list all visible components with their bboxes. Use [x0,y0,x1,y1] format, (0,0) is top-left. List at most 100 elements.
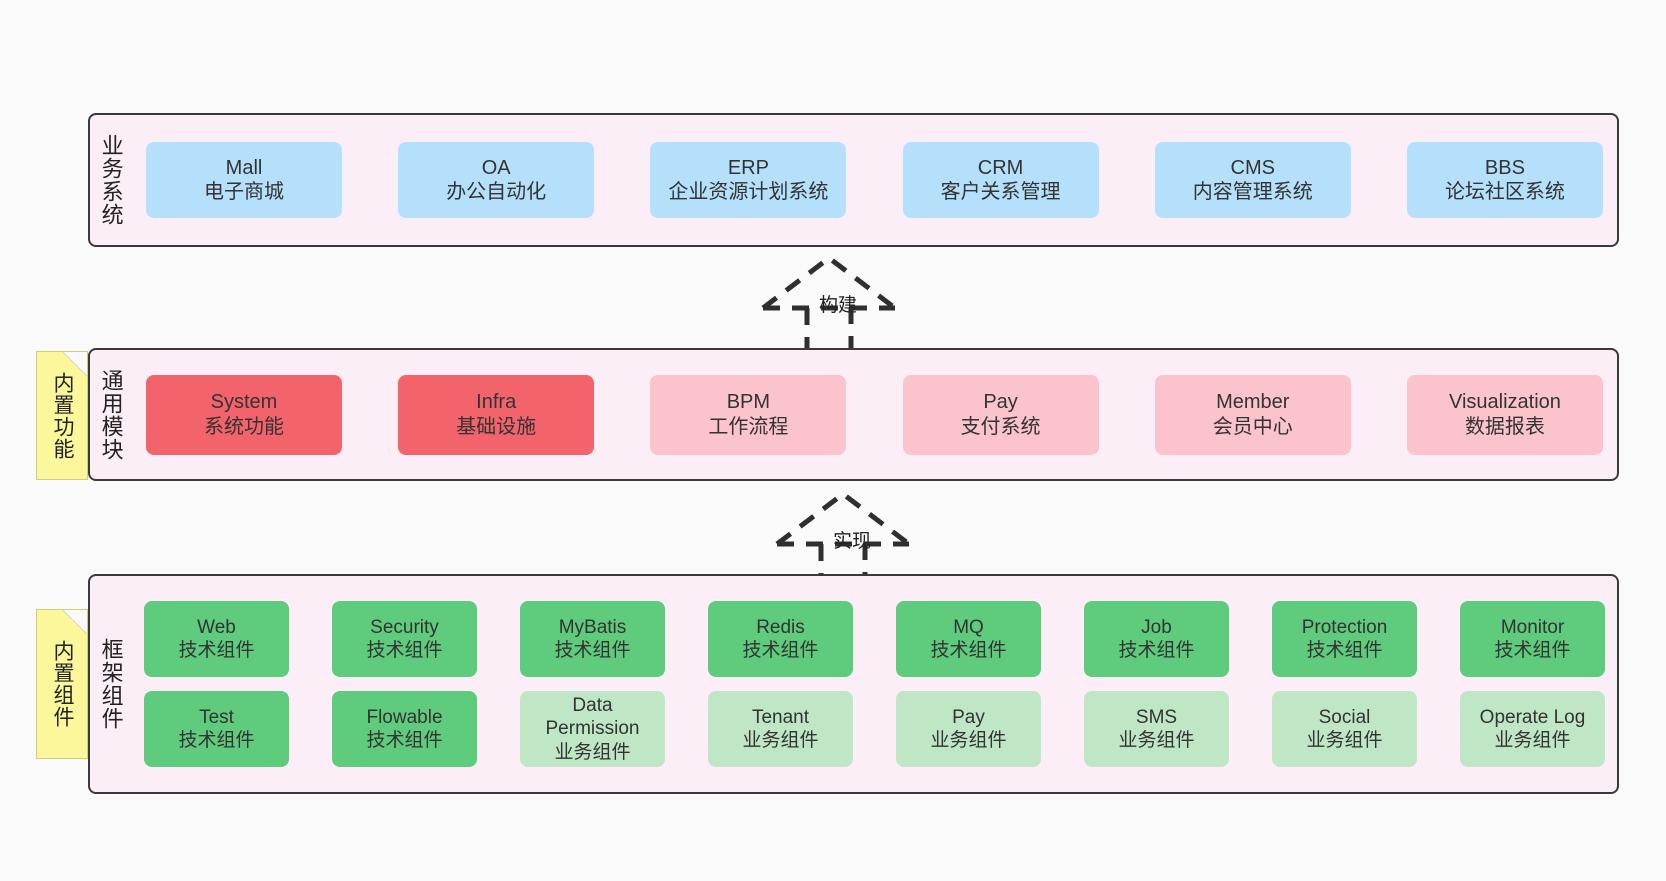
layer-title-framework-components: 框架组件 [98,638,124,730]
card-title-cn: 业务组件 [1306,730,1383,751]
card-crm[interactable]: CRM 客户关系管理 [902,142,1099,218]
layer-body-common-modules: System 系统功能 Infra 基础设施 BPM 工作流程 Pay 支付系统… [132,350,1617,479]
card-title-en: Tenant [751,706,810,728]
card-title-cn: 客户关系管理 [940,181,1061,203]
card-mq[interactable]: MQ 技术组件 [896,601,1041,677]
card-title-en: SMS [1135,706,1178,728]
card-title-en: Protection [1301,616,1388,638]
card-title-en: Visualization [1448,391,1561,414]
layer-body-framework-components: Web 技术组件 Security 技术组件 MyBatis 技术组件 Redi… [132,576,1617,792]
card-row: System 系统功能 Infra 基础设施 BPM 工作流程 Pay 支付系统… [146,374,1603,455]
layer-framework-components: 框架组件 Web 技术组件 Security 技术组件 MyBatis 技术组件… [88,574,1619,794]
card-row: Test 技术组件 Flowable 技术组件 Data Permission … [144,691,1605,767]
card-data-permission[interactable]: Data Permission 业务组件 [520,691,665,767]
card-title-cn: 电子商城 [204,181,284,203]
card-title-en: Operate Log [1479,706,1586,728]
card-title-cn: 技术组件 [366,730,443,751]
card-title-en: Pay [952,706,985,728]
card-bpm[interactable]: BPM 工作流程 [650,374,847,455]
card-system[interactable]: System 系统功能 [146,374,342,455]
card-row: Mall 电子商城 OA 办公自动化 ERP 企业资源计划系统 CRM 客户关系… [146,142,1603,218]
card-title-cn: 技术组件 [742,640,819,661]
card-erp[interactable]: ERP 企业资源计划系统 [650,142,847,218]
card-title-cn: 会员中心 [1212,415,1293,438]
card-title-cn: 技术组件 [178,730,255,751]
layer-common-modules: 通用模块 System 系统功能 Infra 基础设施 BPM 工作流程 Pay… [88,348,1619,481]
card-title-en: BBS [1484,156,1525,179]
card-title-en: Web [197,616,236,638]
arrow-label-build: 构建 [819,295,858,316]
card-bbs[interactable]: BBS 论坛社区系统 [1406,142,1603,218]
card-title-en: Monitor [1500,616,1565,638]
card-title-cn: 企业资源计划系统 [668,181,829,203]
card-title-cn: 技术组件 [1118,640,1195,661]
sticky-note-builtin-functions: 内置功能 [36,351,88,480]
card-oa[interactable]: OA 办公自动化 [398,142,595,218]
arrow-label-implement: 实现 [833,531,872,552]
card-infra[interactable]: Infra 基础设施 [398,374,595,455]
card-title-cn: 办公自动化 [446,181,547,203]
card-title-cn: 技术组件 [930,640,1007,661]
card-title-cn: 技术组件 [1306,640,1383,661]
layer-title-common-modules: 通用模块 [98,368,124,461]
card-title-en: CRM [977,156,1024,179]
card-title-en: Security [370,616,439,638]
card-security[interactable]: Security 技术组件 [332,601,477,677]
layer-title-business-systems: 业务系统 [98,134,124,226]
card-title-cn: 业务组件 [742,730,819,751]
card-title-cn: 支付系统 [960,415,1041,438]
card-title-cn: 业务组件 [930,730,1007,751]
card-social[interactable]: Social 业务组件 [1272,691,1417,767]
card-title-cn: 数据报表 [1464,415,1545,438]
card-title-en: Member [1216,391,1290,414]
card-title-cn: 业务组件 [1494,730,1571,751]
card-redis[interactable]: Redis 技术组件 [708,601,853,677]
card-title-cn: 技术组件 [366,640,443,661]
card-member[interactable]: Member 会员中心 [1154,374,1351,455]
card-title-cn: 系统功能 [204,415,284,438]
layer-business-systems: 业务系统 Mall 电子商城 OA 办公自动化 ERP 企业资源计划系统 CRM… [88,113,1619,247]
card-title-en: Infra [476,391,517,414]
card-tenant[interactable]: Tenant 业务组件 [708,691,853,767]
card-cms[interactable]: CMS 内容管理系统 [1154,142,1351,218]
generalization-arrow-build: 构建 [741,250,941,360]
card-mall[interactable]: Mall 电子商城 [146,142,342,218]
card-title-cn: 工作流程 [708,415,789,438]
card-title-cn: 技术组件 [1494,640,1571,661]
card-mybatis[interactable]: MyBatis 技术组件 [520,601,665,677]
card-title-en: MQ [953,616,984,638]
card-title-en: System [210,391,278,414]
card-operate-log[interactable]: Operate Log 业务组件 [1460,691,1605,767]
sticky-note-builtin-components: 内置组件 [36,609,88,759]
card-title-cn: 技术组件 [178,640,255,661]
card-protection[interactable]: Protection 技术组件 [1272,601,1417,677]
card-title-en: ERP [727,156,769,179]
card-monitor[interactable]: Monitor 技术组件 [1460,601,1605,677]
card-title-cn: 业务组件 [554,741,631,763]
card-title-en: Flowable [366,706,443,728]
card-title-en: Social [1318,706,1371,728]
card-title-en: Pay [983,391,1018,414]
card-title-cn: 内容管理系统 [1192,181,1313,203]
card-title-en: Data Permission [545,695,640,740]
card-test[interactable]: Test 技术组件 [144,691,289,767]
card-visualization[interactable]: Visualization 数据报表 [1406,374,1603,455]
card-flowable[interactable]: Flowable 技术组件 [332,691,477,767]
card-title-en: CMS [1230,156,1275,179]
card-title-cn: 基础设施 [456,415,537,438]
layer-body-business-systems: Mall 电子商城 OA 办公自动化 ERP 企业资源计划系统 CRM 客户关系… [132,115,1617,245]
card-title-en: Job [1141,616,1172,638]
card-title-en: Mall [225,156,263,179]
card-pay[interactable]: Pay 支付系统 [902,374,1099,455]
card-title-en: MyBatis [558,616,627,638]
card-job[interactable]: Job 技术组件 [1084,601,1229,677]
card-sms[interactable]: SMS 业务组件 [1084,691,1229,767]
card-title-en: BPM [726,391,771,414]
card-title-en: OA [481,156,511,179]
card-row: Web 技术组件 Security 技术组件 MyBatis 技术组件 Redi… [144,601,1605,677]
card-title-cn: 论坛社区系统 [1444,181,1565,203]
card-web[interactable]: Web 技术组件 [144,601,289,677]
card-title-cn: 技术组件 [554,640,631,661]
card-pay-component[interactable]: Pay 业务组件 [896,691,1041,767]
card-title-en: Test [199,706,234,728]
